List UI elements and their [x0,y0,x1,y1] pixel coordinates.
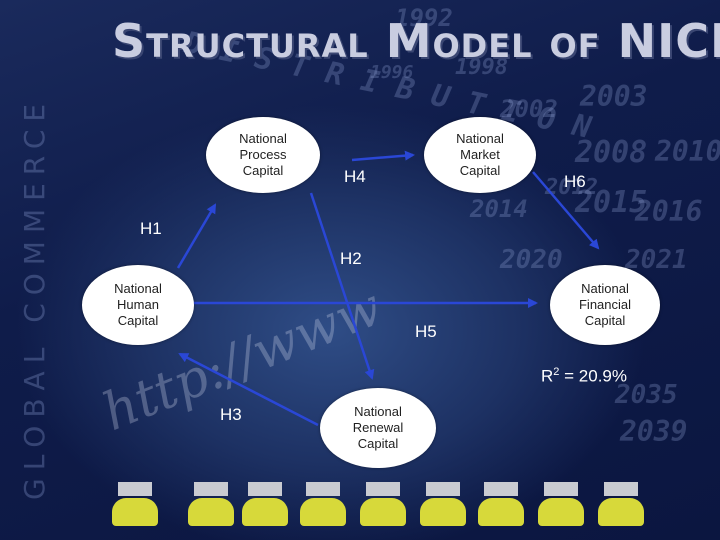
decorative-tile [188,482,234,528]
bg-year-2039: 2039 [620,415,688,448]
label-h1: H1 [140,219,162,238]
node-label: National Market Capital [456,131,504,178]
r-squared-label: R2 = 20.9% [541,366,627,387]
decorative-tile [112,482,158,528]
node-national-market-capital: National Market Capital [424,117,536,193]
bg-year-2014: 2014 [470,195,528,223]
node-label: National Financial Capital [578,281,632,328]
node-national-human-capital: National Human Capital [82,265,194,345]
arrow-h4 [351,150,415,162]
decorative-tile [538,482,584,528]
node-national-renewal-capital: National Renewal Capital [320,388,436,468]
bg-year-2003: 2003 [580,80,648,113]
arrow-h3 [178,352,319,427]
node-label: National Process Capital [239,131,287,178]
r-squared-value: = 20.9% [559,366,627,386]
bg-year-2021: 2021 [625,245,688,275]
decorative-tile [300,482,346,528]
arrow-h1 [176,203,217,269]
node-label: National Renewal Capital [352,404,404,451]
label-h4: H4 [344,167,366,186]
decorative-tile [478,482,524,528]
decorative-tile [420,482,466,528]
arrow-h2 [309,192,375,380]
decorative-tile [598,482,644,528]
decorative-tile [242,482,288,528]
label-h5: H5 [415,322,437,341]
label-h3: H3 [220,405,242,424]
label-h2: H2 [340,249,362,268]
bg-year-2020: 2020 [500,245,563,275]
r-squared-superscript: 2 [553,366,560,378]
bg-year-1992: 1992 [395,4,453,32]
slide-title: Structural Model of NICI [112,14,720,68]
bg-year-1996: 1996 [370,62,414,83]
bg-year-2010: 2010 [655,135,720,168]
bg-year-2015: 2015 [575,185,648,220]
arrow-h6 [532,171,600,250]
node-national-process-capital: National Process Capital [206,117,320,193]
node-label: National Human Capital [114,281,162,328]
label-h6: H6 [564,172,586,191]
bg-year-1998: 1998 [455,55,508,80]
bg-year-2016: 2016 [635,195,703,228]
node-national-financial-capital: National Financial Capital [550,265,660,345]
bg-year-2035: 2035 [615,380,678,410]
r-squared-prefix: R [541,366,554,386]
decorative-tile [360,482,406,528]
bg-year-2008: 2008 [575,135,648,170]
bg-year-2002: 2002 [500,95,558,123]
